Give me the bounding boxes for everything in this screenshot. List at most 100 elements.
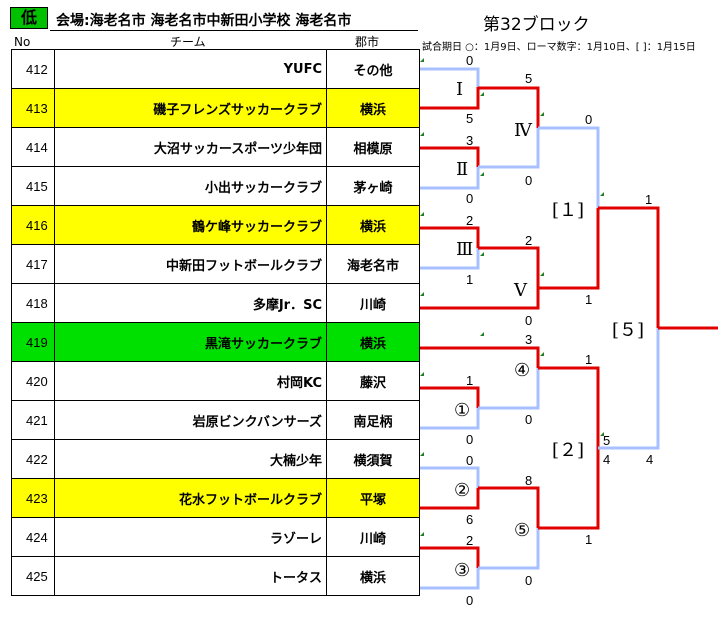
bracket-line-416 — [420, 226, 480, 248]
team-city: 横須賀 — [326, 439, 420, 479]
score-417: 1 — [466, 272, 473, 287]
score-422: 0 — [466, 453, 473, 468]
score-420: 1 — [466, 373, 473, 388]
score-I: 5 — [525, 71, 532, 86]
match-label-b1: [１] — [552, 200, 584, 221]
score-b2-a: 5 — [603, 433, 610, 448]
match-label-IV: Ⅳ — [514, 120, 533, 141]
match-label-b5: [５] — [612, 320, 644, 341]
score-IV: 0 — [585, 112, 592, 127]
bracket-line-421 — [420, 408, 480, 430]
bracket-line-c3 — [478, 528, 540, 570]
team-number: 412 — [11, 49, 55, 89]
match-label-I: Ⅰ — [456, 79, 463, 100]
bracket-line-c1 — [478, 368, 540, 410]
score-416: 2 — [466, 213, 473, 228]
bracket-line-c5 — [538, 448, 600, 530]
match-date-legend: 試合期日 ○：1月9日、ローマ数字：1月10日、[ ]：1月15日 — [422, 42, 696, 53]
team-city: 相模原 — [326, 127, 420, 167]
bracket-line-b1 — [598, 206, 660, 328]
score-b2-c: 4 — [646, 452, 653, 467]
team-number: 415 — [11, 166, 55, 206]
match-label-c1: ① — [454, 400, 470, 421]
match-label-b2: [２] — [552, 440, 584, 461]
bracket-line-418 — [420, 288, 540, 310]
bracket-line-II — [478, 128, 540, 169]
team-name: トータス — [54, 556, 327, 596]
bracket-line-422 — [420, 466, 480, 488]
score-c4: 1 — [585, 352, 592, 367]
score-II: 0 — [525, 173, 532, 188]
team-number: 422 — [11, 439, 55, 479]
team-city: 茅ヶ崎 — [326, 166, 420, 206]
score-419: 3 — [525, 332, 532, 347]
team-number: 413 — [11, 88, 55, 128]
bracket-line-IV — [538, 126, 600, 208]
team-city: その他 — [326, 49, 420, 89]
match-label-c5: ⑤ — [514, 520, 530, 541]
score-c2: 8 — [525, 473, 532, 488]
team-name: 大沼サッカースポーツ少年団 — [54, 127, 327, 167]
venue-label: 会場:海老名市 海老名市中新田小学校 海老名市 — [56, 13, 352, 29]
bracket-line-413 — [420, 87, 480, 110]
team-name: 中新田フットボールクラブ — [54, 244, 327, 284]
block-title: 第32ブロック — [483, 15, 590, 35]
match-label-c3: ③ — [454, 560, 470, 581]
bracket-line-V — [538, 208, 600, 290]
score-415: 0 — [466, 191, 473, 206]
match-label-III: Ⅲ — [456, 239, 473, 260]
score-424: 2 — [466, 533, 473, 548]
score-c1: 0 — [525, 412, 532, 427]
match-label-c4: ④ — [514, 360, 530, 381]
bracket-line-III — [478, 246, 540, 288]
bracket-line-425 — [420, 568, 480, 590]
team-name: 多摩Jr．SC — [54, 283, 327, 323]
team-number: 416 — [11, 205, 55, 245]
bracket-line-419 — [420, 346, 540, 368]
bracket-line-c4 — [538, 366, 600, 448]
bracket-line-b2 — [598, 328, 660, 450]
match-label-V: Ⅴ — [513, 280, 528, 301]
score-III: 2 — [525, 233, 532, 248]
bracket-line-424 — [420, 546, 480, 568]
team-name: 磯子フレンズサッカークラブ — [54, 88, 327, 128]
team-name: ラゾーレ — [54, 517, 327, 557]
column-header-no: No — [14, 35, 31, 49]
team-number: 425 — [11, 556, 55, 596]
score-b1: 1 — [645, 192, 652, 207]
bracket-line-423 — [420, 488, 480, 510]
column-header-team: チーム — [170, 35, 206, 49]
column-header-city: 郡市 — [355, 35, 380, 49]
bracket-line-415 — [420, 167, 480, 190]
score-418: 0 — [525, 313, 532, 328]
team-city: 横浜 — [326, 322, 420, 362]
score-421: 0 — [466, 432, 473, 447]
bracket-line-417 — [420, 248, 480, 270]
team-name: 黒滝サッカークラブ — [54, 322, 327, 362]
team-city: 川崎 — [326, 517, 420, 557]
bracket-line-I — [478, 86, 540, 128]
team-name: 岩原ビンクバンサーズ — [54, 400, 327, 440]
score-414: 3 — [466, 133, 473, 148]
team-number: 414 — [11, 127, 55, 167]
score-c3: 0 — [525, 573, 532, 588]
score-413: 5 — [466, 111, 473, 126]
score-423: 6 — [466, 512, 473, 527]
level-badge: 低 — [10, 7, 48, 29]
score-V: 1 — [585, 292, 592, 307]
score-412: 0 — [466, 53, 473, 68]
team-name: 大楠少年 — [54, 439, 327, 479]
